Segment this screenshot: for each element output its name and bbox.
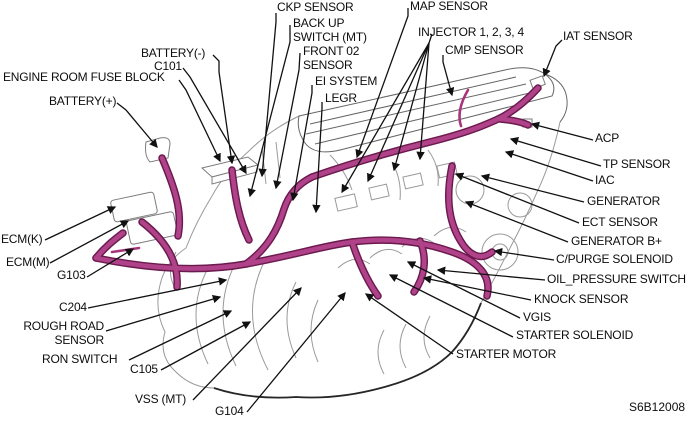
leader-legr [312, 102, 323, 214]
leader-ect-sensor [454, 172, 580, 224]
label-g104: G104 [215, 404, 244, 418]
leader-map-sensor [355, 8, 409, 159]
leader-ecm-m [49, 220, 130, 264]
label-starter-solenoid: STARTER SOLENOID [516, 328, 634, 342]
leader-vss-mt [192, 287, 302, 401]
label-vgis: VGIS [523, 310, 551, 324]
leader-injector-2 [367, 42, 430, 183]
label-tp-sensor: TP SENSOR [603, 157, 671, 171]
label-cmp-sensor: CMP SENSOR [445, 43, 524, 57]
battery-terminal [145, 137, 171, 163]
leader-starter-solenoid [388, 274, 514, 338]
leader-generator-bplus [464, 200, 569, 243]
leader-rough-road-sensor [105, 295, 222, 332]
label-vss-mt: VSS (MT) [135, 392, 187, 406]
leader-injector-4 [416, 42, 430, 161]
label-iat-sensor: IAT SENSOR [563, 29, 633, 43]
leader-engine-room-fuse-block [178, 79, 221, 163]
label-ron-switch: RON SWITCH [42, 352, 118, 366]
leader-injector-1 [341, 42, 430, 194]
leader-c105 [160, 321, 252, 371]
leader-ckp-sensor [258, 13, 277, 178]
label-c105: C105 [130, 362, 158, 376]
leader-front-o2-sensor [273, 52, 301, 190]
leader-generator [480, 173, 585, 203]
label-engine-room-fuse-block: ENGINE ROOM FUSE BLOCK [3, 70, 165, 84]
leader-c101 [182, 67, 247, 175]
leader-c-purge-solenoid [493, 247, 555, 261]
leader-lines [44, 8, 602, 413]
engine-outline-dark [213, 302, 482, 399]
leader-injector-3 [391, 42, 430, 172]
leader-iat-sensor [542, 39, 563, 78]
leader-g104 [246, 292, 346, 413]
label-iac: IAC [595, 173, 615, 187]
leader-battery-minus [212, 54, 236, 165]
leader-c204 [87, 277, 228, 309]
leader-acp [530, 121, 594, 141]
label-c101: C101 [154, 59, 182, 73]
label-c-purge-solenoid: C/PURGE SOLENOID [556, 252, 673, 266]
leader-cmp-sensor [442, 55, 455, 97]
leader-ei-system [290, 85, 313, 202]
label-oil-pressure-switch: OIL_PRESSURE SWITCH [547, 272, 686, 286]
leader-knock-sensor [422, 275, 532, 301]
label-acp: ACP [595, 131, 620, 145]
leader-g103 [86, 248, 135, 278]
engine-line-art [157, 115, 561, 389]
label-c204: C204 [59, 300, 87, 314]
label-battery-plus: BATTERY(+) [49, 94, 117, 108]
leader-ron-switch [128, 310, 233, 361]
label-starter-motor: STARTER MOTOR [456, 347, 557, 361]
leader-oil-pressure-switch [436, 266, 546, 281]
label-generator: GENERATOR [587, 194, 661, 208]
leader-ecm-k [44, 206, 117, 241]
label-map-sensor: MAP SENSOR [410, 0, 488, 13]
label-g103: G103 [57, 268, 86, 282]
label-backup-switch: BACK UP SWITCH (MT) [293, 16, 367, 44]
leader-tp-sensor [509, 137, 602, 167]
label-rough-road-sensor: ROUGH ROAD SENSOR [23, 319, 104, 347]
leader-battery-plus [116, 102, 158, 148]
label-front-o2-sensor: FRONT 02 SENSOR [303, 44, 360, 72]
label-ect-sensor: ECT SENSOR [582, 215, 658, 229]
label-injector: INJECTOR 1, 2, 3, 4 [418, 25, 525, 39]
leader-injector-stem [428, 33, 433, 44]
leader-vgis [406, 261, 521, 319]
label-ckp-sensor: CKP SENSOR [277, 0, 354, 14]
leader-backup-switch [247, 25, 291, 198]
leader-starter-motor [364, 293, 454, 355]
label-generator-bplus: GENERATOR B+ [571, 234, 662, 248]
label-legr: LEGR [325, 91, 357, 105]
label-ecm-m: ECM(M) [6, 255, 50, 269]
leader-iac [504, 150, 594, 182]
label-knock-sensor: KNOCK SENSOR [534, 292, 629, 306]
label-battery-minus: BATTERY(-) [141, 46, 206, 60]
label-ei-system: EI SYSTEM [315, 74, 378, 88]
label-ecm-k: ECM(K) [1, 232, 43, 246]
figure-code: S6B12008 [629, 400, 686, 414]
